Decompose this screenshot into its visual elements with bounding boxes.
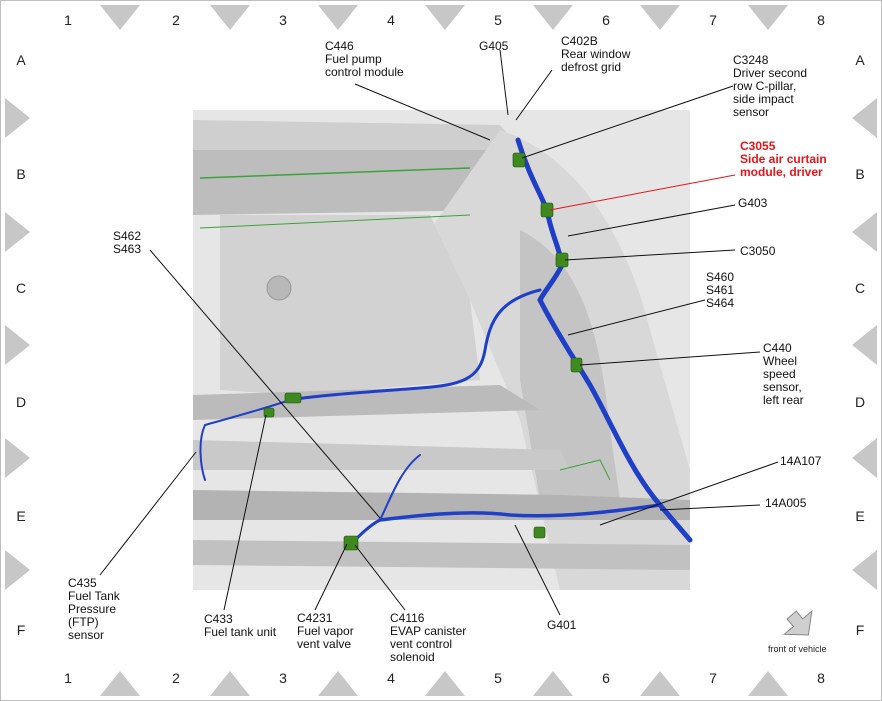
grid-col-1: 1 — [64, 12, 72, 28]
leader-c4116 — [354, 544, 406, 611]
grid-right-markers — [852, 98, 877, 590]
grid-left-markers — [5, 98, 30, 590]
grid-row-a-right: A — [855, 52, 865, 68]
callout-c3248: C3248 Driver second row C-pillar, side i… — [733, 53, 808, 119]
leader-c402b — [515, 69, 553, 121]
connector-g401 — [533, 526, 546, 539]
callout-c4231: C4231 Fuel vapor vent valve — [297, 611, 354, 651]
grid-col-6-bottom: 6 — [602, 670, 610, 686]
callout-g403: G403 — [738, 196, 768, 210]
callout-c4116: C4116 EVAP canister vent control solenoi… — [390, 611, 467, 664]
grid-row-f-right: F — [855, 622, 865, 638]
grid-col-5: 5 — [494, 12, 502, 28]
callout-c3055: C3055 Side air curtain module, driver — [740, 139, 827, 179]
grid-col-8-bottom: 8 — [817, 670, 825, 686]
connector-c3248 — [512, 152, 526, 168]
callout-14a107: 14A107 — [780, 454, 822, 468]
callout-c435: C435 Fuel Tank Pressure (FTP) sensor — [68, 576, 120, 642]
leader-14a005 — [659, 504, 761, 511]
leader-g403 — [567, 204, 736, 237]
grid-row-d-right: D — [854, 394, 866, 410]
grid-col-6: 6 — [602, 12, 610, 28]
grid-col-5-bottom: 5 — [494, 670, 502, 686]
callout-c446: C446 Fuel pump control module — [325, 39, 404, 79]
callout-g405: G405 — [479, 39, 509, 53]
arrow-icon — [782, 609, 813, 636]
callout-14a005: 14A005 — [765, 496, 807, 510]
callout-leader-lines — [99, 49, 779, 616]
vehicle-body-illustration — [193, 110, 690, 590]
callout-s460-s461-s464: S460 S461 S464 — [706, 270, 735, 310]
callout-c440: C440 Wheel speed sensor, left rear — [763, 341, 804, 407]
callout-c3050: C3050 — [740, 244, 776, 258]
connector-markers — [263, 152, 583, 551]
callout-g401: G401 — [547, 618, 577, 632]
leader-c433 — [223, 414, 267, 611]
leader-s462 — [149, 249, 381, 519]
grid-row-d: D — [15, 394, 27, 410]
grid-row-b-right: B — [855, 166, 865, 182]
grid-col-1-bottom: 1 — [64, 670, 72, 686]
callout-c402b: C402B Rear window defrost grid — [561, 34, 631, 74]
grid-col-7-bottom: 7 — [709, 670, 717, 686]
grid-row-a: A — [16, 52, 26, 68]
grid-row-c-right: C — [854, 280, 866, 296]
grid-bottom-markers — [100, 671, 788, 696]
leader-c3050 — [564, 249, 736, 261]
grid-col-4-bottom: 4 — [387, 670, 395, 686]
leader-c3248 — [521, 85, 734, 159]
connector-c433 — [284, 392, 302, 404]
leader-14a107 — [599, 461, 779, 526]
leader-s460 — [567, 299, 706, 336]
leader-g405 — [499, 49, 509, 116]
grid-row-e-right: E — [855, 508, 865, 524]
connector-c4231 — [343, 535, 359, 551]
grid-col-3: 3 — [279, 12, 287, 28]
grid-col-3-bottom: 3 — [279, 670, 287, 686]
grid-top-markers — [100, 5, 788, 30]
grid-col-2: 2 — [172, 12, 180, 28]
leader-g401 — [514, 524, 561, 616]
leader-c435 — [99, 451, 197, 576]
leader-c440 — [579, 351, 761, 366]
front-of-vehicle-label: front of vehicle — [768, 644, 827, 654]
connector-c435 — [263, 407, 275, 418]
callout-c433: C433 Fuel tank unit — [204, 612, 277, 639]
connector-c3055 — [540, 202, 554, 218]
leader-c4231 — [314, 543, 348, 611]
grid-col-2-bottom: 2 — [172, 670, 180, 686]
grid-row-e: E — [16, 508, 26, 524]
leader-c3055 — [549, 174, 736, 211]
grid-col-4: 4 — [387, 12, 395, 28]
grid-row-b: B — [16, 166, 26, 182]
grid-col-7: 7 — [709, 12, 717, 28]
grid-row-c: C — [15, 280, 27, 296]
leader-c446 — [354, 83, 491, 141]
callout-s462-s463: S462 S463 — [113, 229, 142, 256]
grid-col-8: 8 — [817, 12, 825, 28]
grid-row-f: F — [16, 622, 26, 638]
